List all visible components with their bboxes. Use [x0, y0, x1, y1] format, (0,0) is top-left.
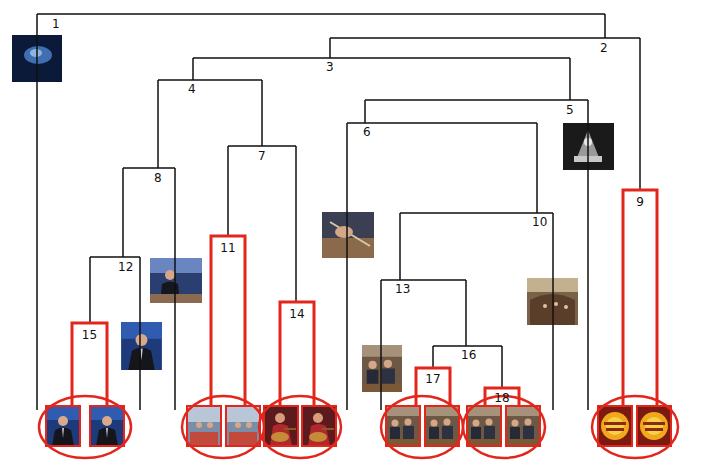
leaf-thumbnails: [637, 406, 671, 446]
leaf-thumbnails: [90, 406, 124, 446]
cluster-ellipses: [463, 396, 545, 458]
frame-image: [335, 226, 353, 238]
frame-image: [543, 304, 547, 308]
callout-number: 7: [257, 149, 267, 163]
cluster-brackets: [72, 190, 657, 406]
thumbnail-borders: [90, 406, 124, 446]
callout-number: 12: [117, 260, 134, 274]
callout-number: 6: [362, 125, 372, 139]
frame-image: [24, 46, 52, 64]
frame-image: [362, 345, 402, 392]
callout-number: 9: [635, 195, 645, 209]
frame-image: [322, 212, 374, 258]
leaf-thumbnails: [46, 406, 671, 446]
callout-number: 10: [531, 215, 548, 229]
thumbnail-borders: [46, 406, 80, 446]
cluster-bracket: [211, 236, 245, 406]
leaf-thumbnails: [226, 406, 260, 446]
callout-number: 17: [424, 372, 441, 386]
tree-lines: [37, 14, 640, 410]
callout-number: 3: [325, 60, 335, 74]
cluster-bracket: [623, 190, 657, 406]
frame-image: [322, 212, 374, 258]
thumbnail-borders: [264, 406, 298, 446]
thumbnail-borders: [386, 406, 420, 446]
frame-image: [150, 294, 202, 303]
thumbnail-borders: [598, 406, 632, 446]
frame-image: [150, 258, 202, 273]
thumbnail-borders: [637, 406, 671, 446]
leaf-thumbnails: [187, 406, 221, 446]
cluster-ellipses: [39, 396, 131, 458]
frame-image: [121, 322, 162, 370]
callout-number: 5: [565, 103, 575, 117]
dendrogram-branch: [37, 14, 640, 410]
callout-number: 11: [219, 241, 236, 255]
cluster-bracket: [280, 302, 314, 406]
thumbnail-borders: [226, 406, 260, 446]
thumbnail-borders: [302, 406, 336, 446]
frame-image: [121, 322, 162, 370]
callout-number: 4: [187, 82, 197, 96]
thumbnail-borders: [425, 406, 459, 446]
callout-number: 14: [288, 307, 305, 321]
frame-image: [554, 302, 558, 306]
frame-image: [150, 258, 202, 303]
cluster-ellipses: [39, 396, 678, 458]
callout-number: 2: [599, 41, 609, 55]
cluster-ellipses: [182, 396, 264, 458]
leaf-thumbnails: [264, 406, 298, 446]
leaf-thumbnails: [598, 406, 632, 446]
frame-image: [362, 345, 402, 392]
cluster-ellipses: [381, 396, 463, 458]
frame-image: [30, 49, 42, 57]
leaf-thumbnails: [425, 406, 459, 446]
callout-number: 15: [81, 328, 98, 342]
callout-number: 18: [493, 391, 510, 405]
leaf-thumbnails: [386, 406, 420, 446]
thumbnail-borders: [506, 406, 540, 446]
frame-image: [322, 238, 374, 258]
cluster-bracket: [72, 323, 107, 406]
thumbnail-borders: [46, 406, 671, 446]
thumbnail-borders: [187, 406, 221, 446]
callout-number: 8: [153, 171, 163, 185]
leaf-thumbnails: [46, 406, 80, 446]
frame-image: [564, 305, 568, 309]
cluster-ellipses: [592, 396, 678, 458]
leaf-thumbnails: [467, 406, 501, 446]
thumbnail-borders: [467, 406, 501, 446]
callout-number: 16: [460, 348, 477, 362]
leaf-thumbnails: [302, 406, 336, 446]
leaf-thumbnails: [506, 406, 540, 446]
frame-image: [150, 258, 202, 303]
cluster-ellipses: [259, 396, 341, 458]
callout-number: 13: [394, 282, 411, 296]
frame-image: [165, 270, 175, 280]
callout-number: 1: [51, 17, 61, 31]
frame-image: [330, 222, 370, 246]
